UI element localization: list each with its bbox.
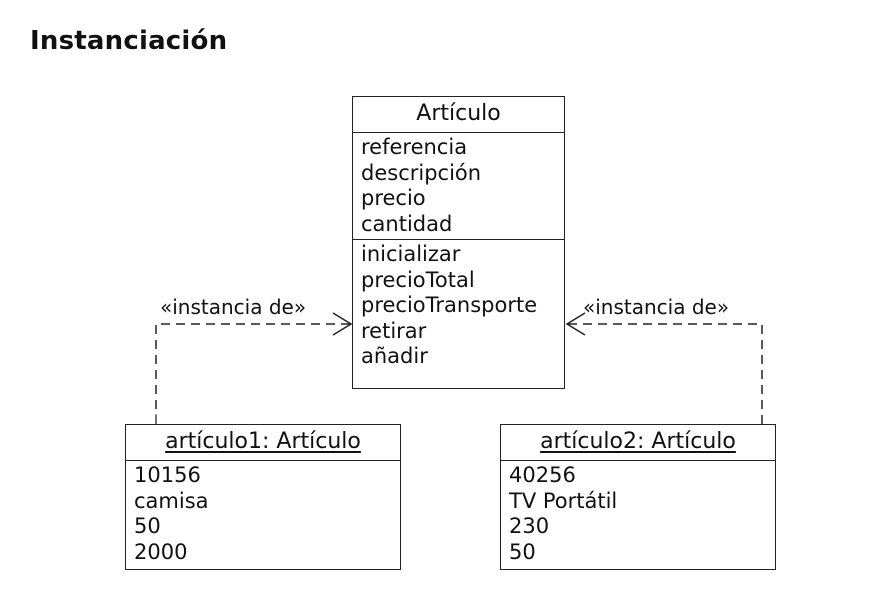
object-values: 10156 camisa 50 2000: [126, 461, 400, 567]
object-value: 2000: [134, 539, 188, 564]
page-title: Instanciación: [30, 26, 228, 56]
object-values: 40256 TV Portátil 230 50: [501, 461, 775, 567]
object-value: 10156: [134, 463, 201, 487]
arrowhead-right: [565, 312, 586, 336]
object-name: artículo2: Artículo: [501, 425, 775, 461]
object-value: 50: [134, 514, 161, 538]
attribute: cantidad: [361, 211, 453, 236]
method: retirar: [361, 318, 427, 343]
instance-of-line-right: [567, 323, 763, 424]
attribute: descripción: [361, 160, 482, 185]
arrowhead-left: [332, 312, 353, 336]
attribute: referencia: [361, 135, 468, 159]
object-name: artículo1: Artículo: [126, 425, 400, 461]
object-value: 40256: [509, 463, 576, 487]
object-box-articulo1: artículo1: Artículo 10156 camisa 50 2000: [125, 424, 401, 570]
relation-label-right: «instancia de»: [583, 295, 730, 319]
class-attributes: referencia descripción precio cantidad: [353, 133, 564, 240]
object-value: 50: [509, 539, 536, 564]
object-value: TV Portátil: [509, 488, 618, 513]
class-name: Artículo: [353, 97, 564, 133]
class-methods: inicializar precioTotal precioTransporte…: [353, 240, 564, 372]
object-value: 230: [509, 514, 550, 538]
class-box-articulo: Artículo referencia descripción precio c…: [352, 96, 565, 389]
instance-of-line-left: [155, 323, 350, 424]
object-box-articulo2: artículo2: Artículo 40256 TV Portátil 23…: [500, 424, 776, 570]
method: precioTotal: [361, 267, 475, 292]
attribute: precio: [361, 186, 426, 210]
method: precioTransporte: [361, 293, 538, 317]
relation-label-left: «instancia de»: [160, 295, 307, 319]
method: añadir: [361, 344, 428, 368]
object-value: camisa: [134, 488, 209, 513]
method: inicializar: [361, 242, 461, 266]
